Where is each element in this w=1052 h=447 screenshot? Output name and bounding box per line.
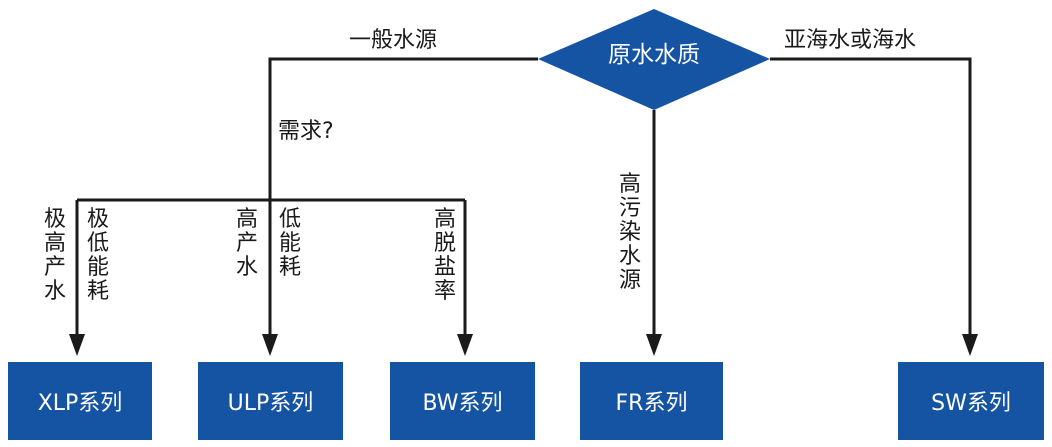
branch-label-seawater: 亚海水或海水 [784, 28, 917, 53]
product-box-xlp: XLP系列 [8, 362, 152, 440]
decision-label: 原水水质 [608, 42, 700, 68]
branch-label-general: 一般水源 [349, 28, 438, 53]
need-label-bw: 高脱盐率 [433, 207, 456, 304]
decision-diamond [538, 9, 770, 110]
arrowhead-sw [962, 334, 978, 356]
question-label: 需求? [278, 119, 334, 144]
product-box-sw: SW系列 [898, 362, 1044, 440]
need-label-ulp-b: 低能耗 [278, 207, 301, 280]
need-label-xlp-a: 极高产水 [43, 207, 66, 304]
product-box-bw: BW系列 [390, 362, 535, 440]
need-label-ulp-a: 高产水 [235, 207, 258, 280]
line-seawater [770, 57, 972, 338]
line-general [268, 57, 538, 200]
product-box-ulp: ULP系列 [198, 362, 343, 440]
arrowhead-fr [646, 334, 662, 356]
arrowhead-bw [457, 334, 473, 356]
arrowhead-xlp [69, 334, 85, 356]
branch-label-high-pollution: 高污染水源 [618, 172, 641, 293]
arrowhead-ulp [262, 334, 278, 356]
product-box-fr: FR系列 [580, 362, 723, 440]
need-label-xlp-b: 极低能耗 [86, 207, 109, 304]
